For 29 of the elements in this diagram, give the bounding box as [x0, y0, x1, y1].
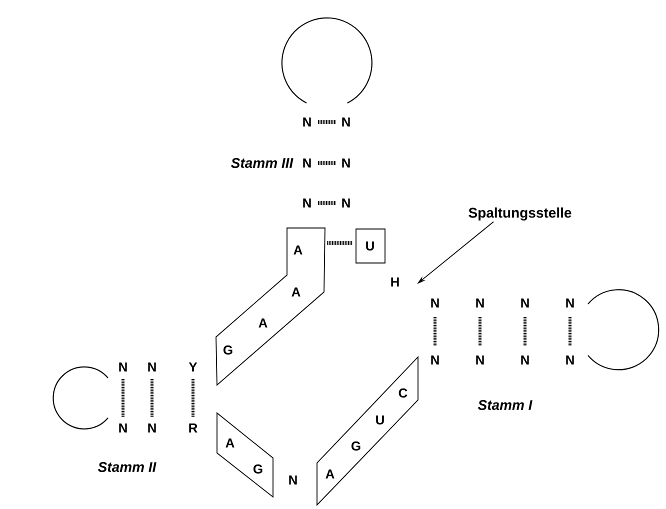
base-letter: N — [119, 424, 127, 432]
base-letter: N — [566, 298, 574, 308]
base-letter: N — [342, 118, 350, 126]
base-letter: N — [303, 198, 311, 208]
base-letter: N — [148, 424, 156, 432]
base-letter: N — [148, 362, 156, 372]
base-letter: N — [521, 356, 529, 364]
base-letter: H — [391, 278, 399, 286]
base-letter: N — [303, 118, 311, 126]
callout-text: Spaltungsstelle — [468, 207, 572, 221]
base-letter: Y — [188, 362, 198, 372]
base-letter: N — [566, 356, 574, 364]
base-letter: N — [431, 356, 439, 364]
sequence-box: A A A G — [216, 228, 326, 386]
sequence-box: U — [356, 228, 386, 264]
base-pair-mark — [327, 241, 352, 245]
base-letter: N — [521, 298, 529, 308]
base-letter: N — [342, 158, 350, 168]
stem-label: Stamm I — [478, 400, 532, 410]
base-letter: N — [289, 476, 297, 484]
base-letter: N — [119, 362, 127, 372]
base-letter: N — [342, 198, 350, 208]
base-letter: N — [431, 298, 439, 308]
base-letter: N — [303, 158, 311, 168]
base-letter: N — [476, 298, 484, 308]
base-letter: N — [476, 356, 484, 364]
base-letter: R — [189, 424, 198, 432]
stem-label: Stamm III — [231, 158, 294, 168]
stem-label: Stamm II — [98, 462, 156, 472]
